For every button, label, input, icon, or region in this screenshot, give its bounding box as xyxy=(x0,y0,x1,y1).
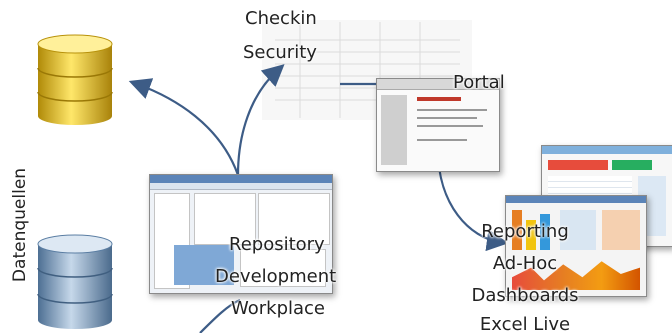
database-blue-icon xyxy=(37,234,113,329)
workplace-label: Workplace xyxy=(231,298,326,319)
excel-live-label: Excel Live xyxy=(479,314,571,335)
reporting-label: Reporting xyxy=(481,221,569,242)
repository-label: Repository xyxy=(229,234,325,255)
portal-label: Portal xyxy=(453,72,505,93)
portal-screenshot xyxy=(376,78,500,172)
dashboards-label: Dashboards xyxy=(471,285,579,306)
server-backdrop xyxy=(262,20,472,120)
datenquellen-label: Datenquellen xyxy=(10,167,30,283)
security-label: Security xyxy=(243,42,317,63)
adhoc-label: Ad-Hoc xyxy=(492,253,558,274)
workplace-screenshot xyxy=(149,174,333,294)
checkin-label: Checkin xyxy=(245,8,317,29)
development-label: Development xyxy=(215,266,337,287)
dashboard-screenshot-front xyxy=(505,195,647,297)
database-gold-icon xyxy=(37,34,113,125)
